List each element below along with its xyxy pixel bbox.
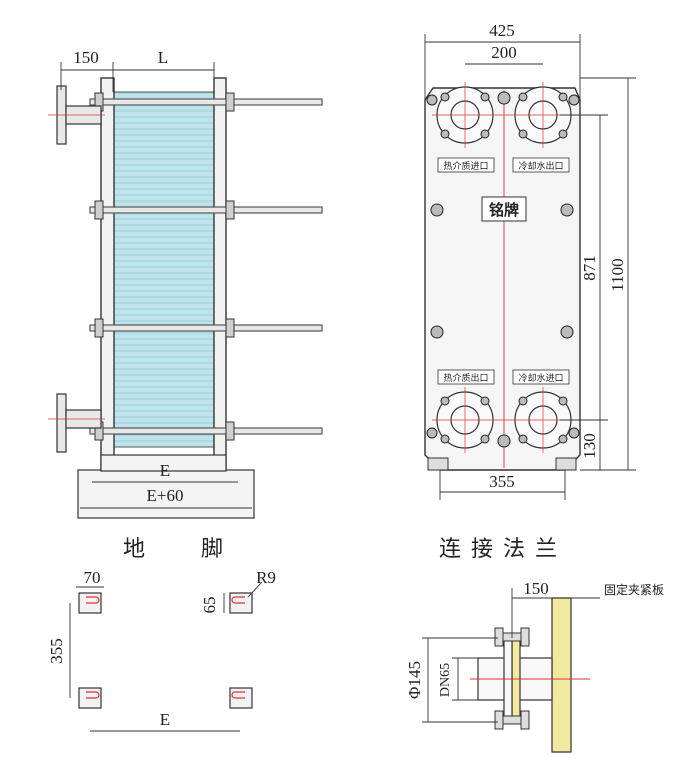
flange bbox=[511, 637, 521, 723]
fixed-frame-plate bbox=[100, 77, 115, 479]
foot-dim-r9: R9 bbox=[256, 568, 276, 587]
port-labels: 热介质进口 冷却水出口 热介质出口 冷却水进口 bbox=[437, 157, 570, 385]
side-base bbox=[77, 454, 255, 519]
foot-dim-70: 70 bbox=[84, 568, 101, 587]
side-flanges bbox=[56, 85, 102, 453]
clamp-plate-label: 固定夹紧板 bbox=[604, 582, 664, 597]
fixed-clamp-plate bbox=[551, 597, 572, 753]
side-dimension-lines bbox=[60, 62, 252, 509]
front-dimension-lines bbox=[424, 34, 636, 500]
flange-title: 连接法兰 bbox=[439, 537, 567, 562]
dim-bottom-130: 130 bbox=[580, 433, 599, 459]
flange-dim-dn65: DN65 bbox=[438, 663, 453, 697]
counter-flange bbox=[503, 637, 513, 723]
foot-slots bbox=[86, 596, 245, 699]
flange-dim-150: 150 bbox=[523, 579, 549, 598]
front-view: 热介质进口 冷却水出口 热介质出口 冷却水进口 铭牌 bbox=[424, 21, 636, 500]
flange-detail: 连接法兰 150 Φ145 DN65 固定夹紧板 bbox=[405, 537, 664, 753]
label-cooling-water-in: 冷却水进口 bbox=[518, 372, 563, 384]
dim-height-1100: 1100 bbox=[608, 258, 627, 291]
dim-E-plus-60: E+60 bbox=[147, 486, 184, 505]
side-centerlines bbox=[48, 114, 105, 420]
tie-bolts bbox=[89, 98, 323, 435]
bolt-nuts bbox=[94, 92, 235, 441]
pressure-plate bbox=[213, 77, 227, 479]
foot-title: 地 脚 bbox=[123, 537, 225, 562]
port-centerlines bbox=[432, 82, 578, 453]
label-hot-medium-out: 热介质出口 bbox=[443, 372, 488, 384]
dim-port-spacing-200: 200 bbox=[491, 43, 517, 62]
foot-dimension-lines bbox=[69, 581, 263, 732]
label-cooling-water-out: 冷却水出口 bbox=[518, 160, 563, 172]
dim-inner-871: 871 bbox=[580, 255, 599, 281]
nameplate-box bbox=[481, 196, 527, 222]
flange-dimension-lines bbox=[422, 588, 600, 723]
plate-pack bbox=[112, 91, 216, 448]
foot-dim-355: 355 bbox=[47, 638, 66, 664]
flange-dim-phi145: Φ145 bbox=[405, 661, 424, 699]
front-feet bbox=[427, 457, 577, 471]
foot-detail: 地 脚 70 65 R9 355 E bbox=[47, 537, 276, 732]
side-view: 150 L E E+60 bbox=[48, 48, 323, 519]
foot-pads bbox=[78, 592, 253, 709]
dim-width-425: 425 bbox=[489, 21, 515, 40]
foot-dim-E: E bbox=[160, 710, 170, 729]
dim-length-L: L bbox=[158, 48, 168, 67]
dim-E: E bbox=[160, 461, 170, 480]
dim-flange-150: 150 bbox=[73, 48, 99, 67]
foot-dim-65: 65 bbox=[200, 597, 219, 614]
bolt-bosses bbox=[426, 91, 580, 448]
dim-base-355: 355 bbox=[489, 472, 515, 491]
label-hot-medium-in: 热介质进口 bbox=[443, 160, 488, 172]
nameplate-label: 铭牌 bbox=[489, 201, 519, 219]
